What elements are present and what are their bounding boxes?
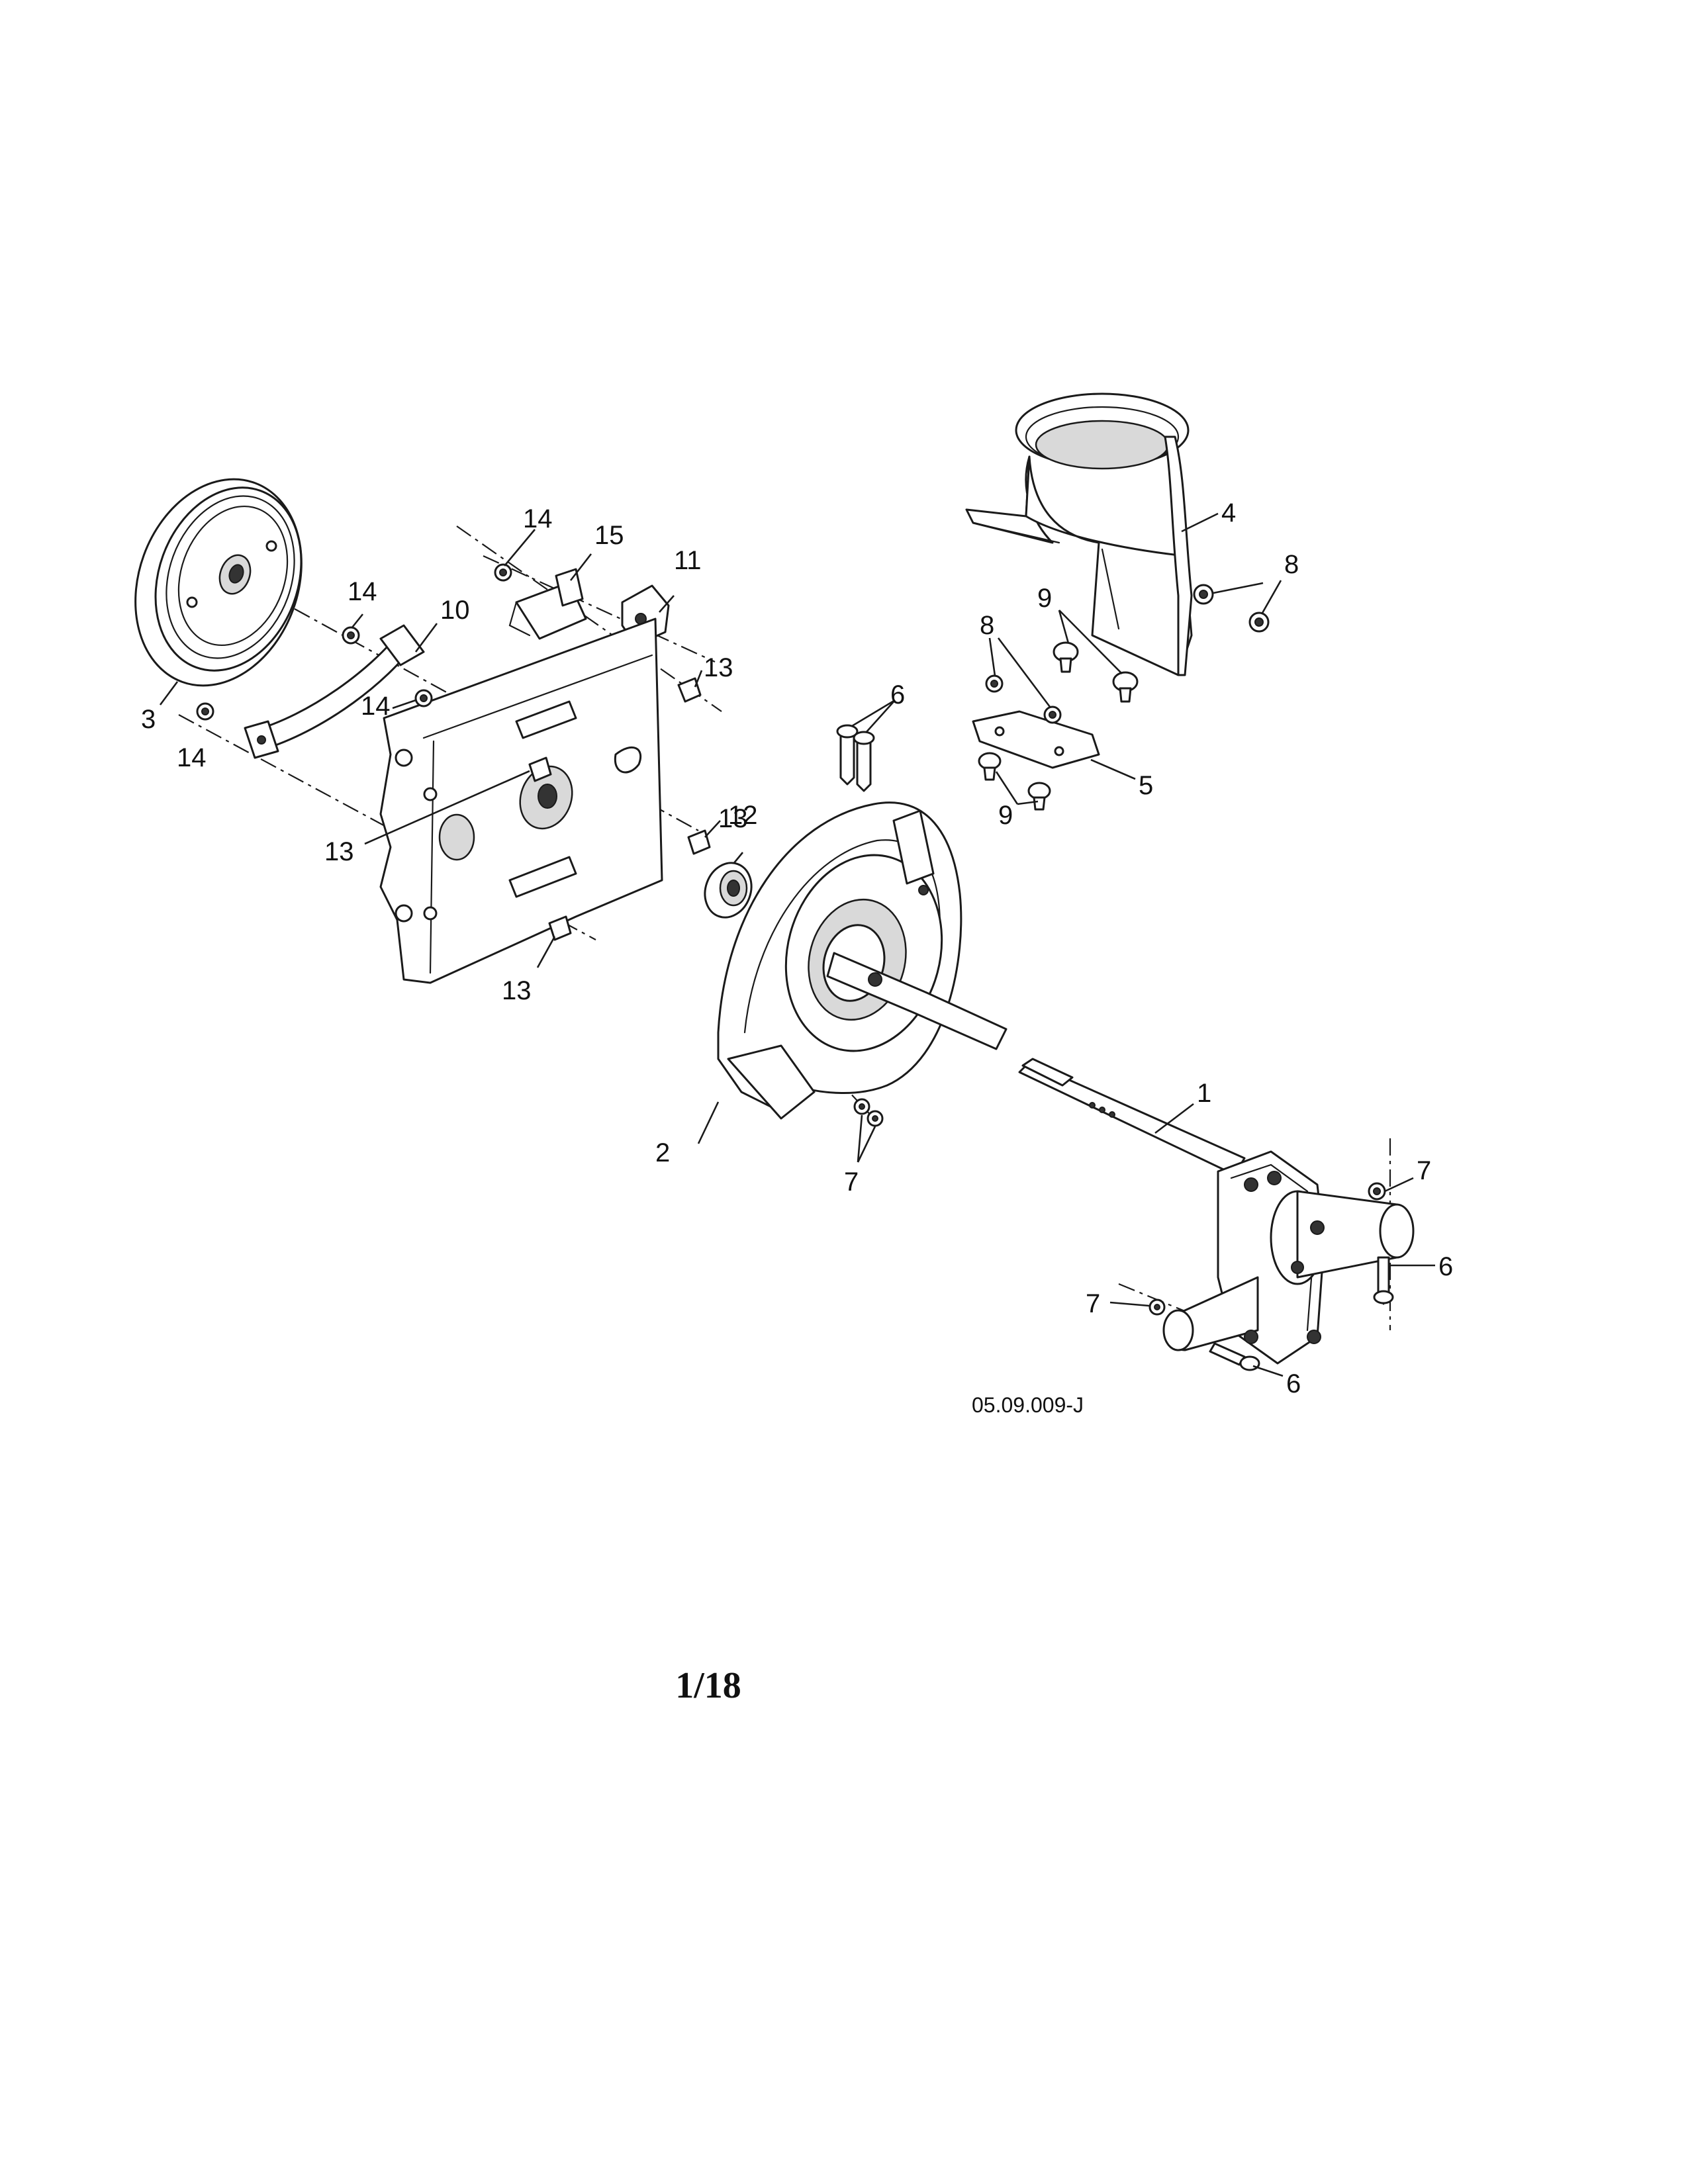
callout-11: 11: [674, 546, 702, 575]
callout-9-upper: 9: [1037, 584, 1052, 613]
callout-14-top: 14: [523, 504, 553, 533]
callout-13-mid-right: 13: [718, 804, 748, 833]
nut-pair-part: [853, 1098, 884, 1127]
auger-housing-part: [717, 801, 1008, 1120]
callout-13-upper-right: 13: [704, 653, 733, 682]
callout-3: 3: [141, 705, 156, 734]
callout-6-upper: 6: [890, 680, 905, 709]
mounting-plate-part: [379, 617, 663, 984]
callout-labels: 1 2 3 4 5 6 6 6 7 7 7 8 8 9 9 10 11 12 1…: [141, 498, 1453, 1417]
bracket-part: [508, 568, 587, 640]
bearing-part: [704, 862, 753, 919]
callout-7-gearbox-left: 7: [1086, 1289, 1100, 1318]
gearbox-shaft-part: [1018, 1058, 1415, 1365]
drawing-code: 05.09.009-J: [972, 1393, 1084, 1417]
callout-1: 1: [1197, 1079, 1211, 1108]
callout-9-lower: 9: [998, 801, 1013, 830]
chute-hardware-parts: [978, 584, 1270, 811]
callout-4: 4: [1221, 498, 1236, 527]
callout-13-left: 13: [324, 837, 354, 866]
bolt-pair-part: [836, 724, 875, 792]
page-number: 1/18: [675, 1665, 741, 1706]
chute-part: [965, 392, 1193, 676]
callout-7-housing: 7: [844, 1167, 859, 1197]
leader-lines: [159, 512, 1435, 1377]
callout-14-upper-left: 14: [348, 577, 377, 606]
hardware-parts: [196, 563, 711, 941]
callout-15: 15: [594, 521, 624, 550]
callout-14-lower-left: 14: [177, 743, 207, 772]
callout-5: 5: [1139, 771, 1153, 800]
callout-7-gearbox-right: 7: [1417, 1156, 1431, 1185]
callout-6-gearbox-lower: 6: [1286, 1369, 1301, 1398]
callout-13-bottom: 13: [502, 976, 532, 1005]
callout-8-left: 8: [980, 611, 994, 640]
gearbox-hardware-parts: [1149, 1182, 1394, 1371]
callout-6-gearbox-right: 6: [1438, 1252, 1453, 1281]
callout-8-right: 8: [1284, 550, 1299, 579]
belt-guide-part: [244, 624, 425, 759]
callout-12: 12: [728, 801, 758, 830]
callout-2: 2: [655, 1138, 670, 1167]
callout-14-mid: 14: [361, 692, 391, 721]
support-plate-part: [972, 710, 1100, 769]
callout-10: 10: [440, 596, 470, 625]
pulley-part: [134, 478, 303, 687]
